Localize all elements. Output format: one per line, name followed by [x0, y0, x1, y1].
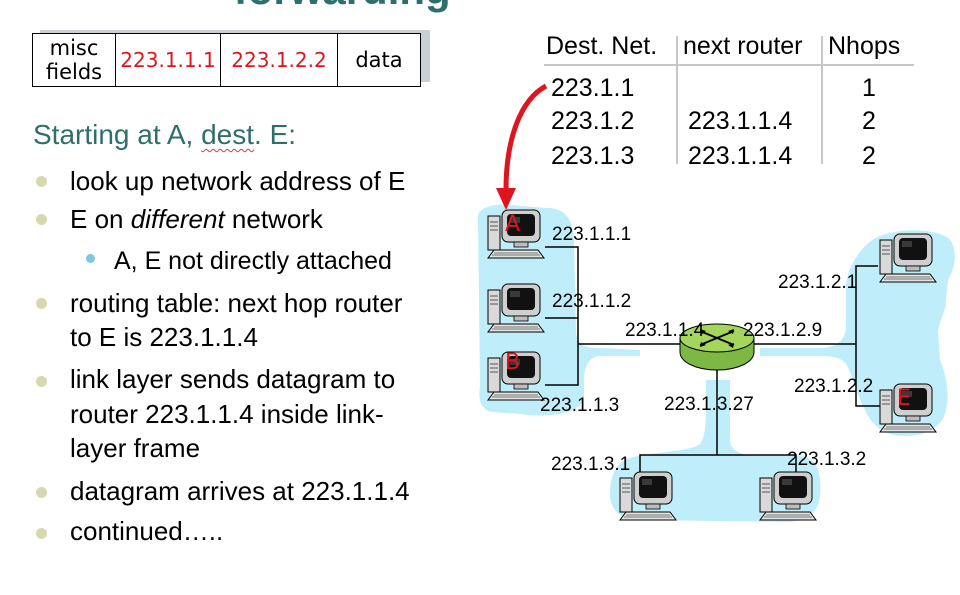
bullet-dot: [36, 298, 47, 309]
rt-row1-dest: 223.1.1: [551, 74, 635, 102]
rt-column-rule: [821, 36, 823, 164]
datagram-dest-ip: 223.1.2.2: [221, 34, 338, 86]
host-223-1-3-2-computer-icon: [759, 471, 817, 521]
bullet-routing-table-line1: routing table: next hop router: [70, 288, 403, 318]
bullet-dot: [36, 528, 47, 539]
host-letter-b: B: [505, 350, 521, 375]
ip-label-host-a: 223.1.1.1: [552, 224, 632, 245]
bullet-different-network: E on different network: [70, 204, 323, 234]
bullet-link-layer-line3: layer frame: [70, 433, 201, 463]
rt-row2-dest: 223.1.2: [551, 107, 635, 135]
datagram-misc-fields: misc fields: [33, 34, 116, 86]
sub-bullet-not-attached: A, E not directly attached: [114, 247, 392, 275]
bullet-continued: continued…..: [70, 516, 224, 546]
router-interface-1-4: 223.1.1.4: [625, 320, 705, 341]
slide-title-partial: Getting a forwarding: [40, 0, 451, 14]
rt-header-dest: Dest. Net.: [546, 32, 658, 60]
sub-bullet-dot: [86, 254, 95, 263]
bullet-link-layer-line1: link layer sends datagram to: [70, 364, 396, 394]
rt-header-hops: Nhops: [828, 32, 901, 60]
datagram-header: misc fields 223.1.1.1 223.1.2.2 data: [32, 33, 421, 87]
bullet-lookup: look up network address of E: [70, 166, 406, 196]
section-heading: Starting at A, dest. E:: [33, 119, 297, 150]
bullet-dot: [36, 214, 47, 225]
rt-row3-hops: 2: [862, 142, 876, 170]
lookup-arrow-icon: [496, 83, 548, 210]
rt-row3-dest: 223.1.3: [551, 142, 635, 170]
host-letter-a: A: [505, 212, 521, 237]
lan-223-1-1-link: [545, 246, 579, 386]
host-223-1-2-1-computer-icon: [879, 233, 937, 283]
router-interface-2-9: 223.1.2.9: [743, 320, 823, 341]
rt-row1-hops: 1: [862, 74, 876, 102]
bullet-routing-table-line2: to E is 223.1.1.4: [70, 322, 258, 352]
rt-row2-next: 223.1.1.4: [688, 107, 793, 135]
ip-label-host-3-1: 223.1.3.1: [551, 454, 631, 475]
rt-header-rule: [544, 64, 914, 66]
rt-header-next: next router: [683, 32, 803, 60]
host-223-1-3-1-computer-icon: [619, 471, 677, 521]
host-223-1-1-2-computer-icon: [487, 283, 545, 333]
host-letter-e: E: [897, 386, 911, 411]
ip-label-host-2-1: 223.1.2.1: [778, 272, 858, 293]
datagram-source-ip: 223.1.1.1: [116, 34, 221, 86]
rt-row3-next: 223.1.1.4: [688, 142, 793, 170]
router-interface-3-27: 223.1.3.27: [664, 394, 754, 415]
bullet-dot: [36, 176, 47, 187]
ip-label-host-3-2: 223.1.3.2: [787, 449, 867, 470]
bullet-dot: [36, 487, 47, 498]
bullet-datagram-arrives: datagram arrives at 223.1.1.4: [70, 476, 410, 506]
ip-label-host-b: 223.1.1.3: [540, 395, 620, 416]
ip-label-host-2: 223.1.1.2: [552, 291, 632, 312]
router-icon: [679, 323, 755, 371]
bullet-dot: [36, 376, 47, 387]
rt-column-rule: [676, 36, 678, 164]
datagram-data: data: [355, 48, 403, 72]
rt-row2-hops: 2: [862, 107, 876, 135]
ip-label-host-e: 223.1.2.2: [794, 376, 874, 397]
bullet-link-layer-line2: router 223.1.1.4 inside link-: [70, 399, 384, 429]
